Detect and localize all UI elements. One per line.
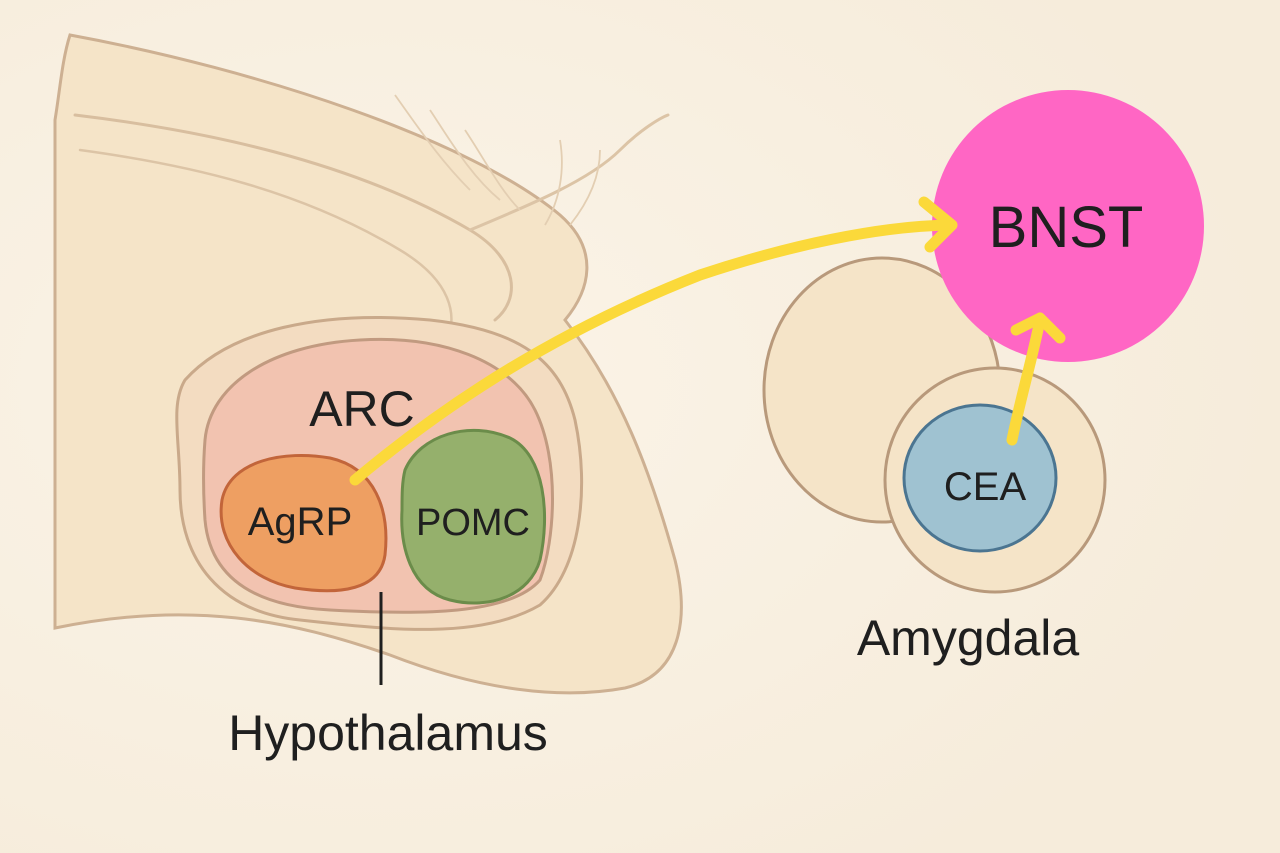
cortex-fiber-3	[464, 129, 521, 211]
hypothalamus-label: Hypothalamus	[228, 705, 548, 761]
pomc-region	[400, 428, 547, 605]
cea-nucleus: CEA	[902, 403, 1058, 553]
cortex-fold-ridge	[468, 113, 670, 232]
agrp-region	[219, 454, 388, 593]
cea-to-bnst-arrow	[1006, 314, 1046, 446]
amygdala-label: Amygdala	[857, 610, 1080, 666]
pomc-neurons: POMC	[400, 428, 547, 605]
cortex-fiber-2	[429, 109, 501, 201]
agrp-to-bnst-arrowhead	[918, 196, 958, 253]
cortex-fiber-4	[544, 139, 563, 226]
agrp-label: AgRP	[248, 500, 353, 544]
bnst-region	[932, 90, 1204, 362]
arc-label: ARC	[309, 381, 415, 437]
cea-region	[902, 403, 1058, 553]
bnst-nucleus: BNST	[932, 90, 1204, 362]
cortex-fiber-5	[569, 149, 601, 226]
amygdala: CEA Amygdala	[762, 256, 1107, 666]
agrp-to-bnst-arrow	[349, 219, 956, 486]
pomc-label: POMC	[416, 502, 530, 544]
projection-arrows	[349, 196, 1066, 486]
cea-label: CEA	[944, 465, 1027, 509]
cortex-fiber-1	[394, 94, 471, 191]
cea-to-bnst-arrowhead	[1010, 312, 1066, 344]
cortex-fold-lower	[78, 148, 453, 347]
cortex-fold-upper	[73, 113, 513, 322]
bnst-label: BNST	[989, 195, 1144, 260]
agrp-neurons: AgRP	[219, 454, 388, 593]
